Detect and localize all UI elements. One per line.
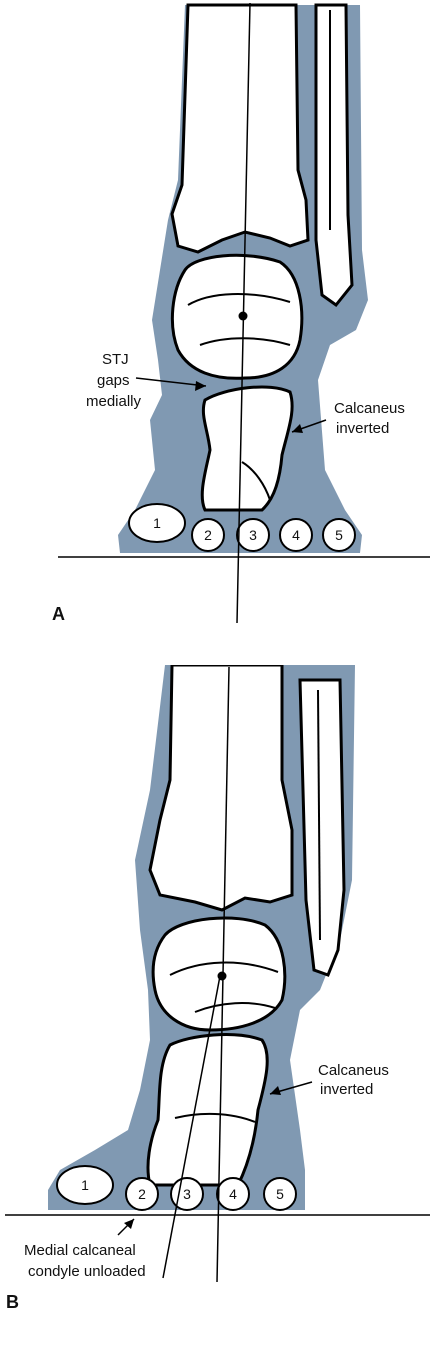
panel-b-letter: B	[6, 1292, 19, 1312]
stj-label-line-1: STJ	[102, 351, 129, 368]
fibula-b	[298, 678, 346, 977]
panel-a: 1 2 3 4 5 STJ gaps medially Calcaneus in…	[0, 0, 435, 680]
talus-center-dot-b	[217, 971, 227, 981]
fibula-a	[314, 3, 354, 308]
metatarsal-4-label-a: 4	[292, 527, 300, 543]
panel-b: 1 2 3 4 5 Calcaneus inverted Medial calc…	[0, 665, 435, 1361]
metatarsal-5-b	[263, 1177, 297, 1211]
tibia-a	[170, 3, 310, 254]
calcaneus-label-a-line-2: inverted	[336, 420, 389, 437]
calcaneus-label-a-line-1: Calcaneus	[334, 400, 405, 417]
calcaneus-label-b-line-2: inverted	[320, 1081, 373, 1098]
calcaneus-label-b-line-1: Calcaneus	[318, 1062, 389, 1079]
metatarsal-1-b	[56, 1165, 114, 1205]
metatarsal-4-a	[279, 518, 313, 552]
metatarsal-heads-a: 1 2 3 4 5	[128, 503, 356, 552]
metatarsal-2-label-a: 2	[204, 527, 212, 543]
panel-a-letter: A	[52, 604, 65, 624]
calcaneal-axis-b	[162, 975, 221, 1279]
condyle-label-line-2: condyle unloaded	[28, 1263, 146, 1280]
stj-label-line-3: medially	[86, 393, 142, 410]
calcaneus-b	[146, 1033, 269, 1187]
stj-label-line-2: gaps	[97, 372, 130, 389]
metatarsal-4-label-b: 4	[229, 1186, 237, 1202]
metatarsal-1-a	[128, 503, 186, 543]
metatarsal-2-a	[191, 518, 225, 552]
metatarsal-5-label-a: 5	[335, 527, 343, 543]
metatarsal-heads-b: 1 2 3 4 5	[56, 1165, 297, 1211]
talus-center-dot-a	[238, 311, 248, 321]
panel-b-diagram: 1 2 3 4 5 Calcaneus inverted Medial calc…	[5, 665, 430, 1312]
metatarsal-3-a	[236, 518, 270, 552]
metatarsal-5-label-b: 5	[276, 1186, 284, 1202]
metatarsal-1-label-a: 1	[153, 515, 161, 531]
stj-arrow	[135, 377, 207, 387]
tibia-b	[148, 665, 294, 912]
panel-a-diagram: 1 2 3 4 5 STJ gaps medially Calcaneus in…	[52, 2, 430, 624]
metatarsal-4-b	[216, 1177, 250, 1211]
calcaneus-a	[200, 385, 294, 512]
metatarsal-5-a	[322, 518, 356, 552]
metatarsal-3-b	[170, 1177, 204, 1211]
metatarsal-3-label-b: 3	[183, 1186, 191, 1202]
talus-a	[170, 253, 304, 380]
metatarsal-2-label-b: 2	[138, 1186, 146, 1202]
metatarsal-2-b	[125, 1177, 159, 1211]
metatarsal-3-label-a: 3	[249, 527, 257, 543]
metatarsal-1-label-b: 1	[81, 1177, 89, 1193]
condyle-label-line-1: Medial calcaneal	[24, 1242, 136, 1259]
